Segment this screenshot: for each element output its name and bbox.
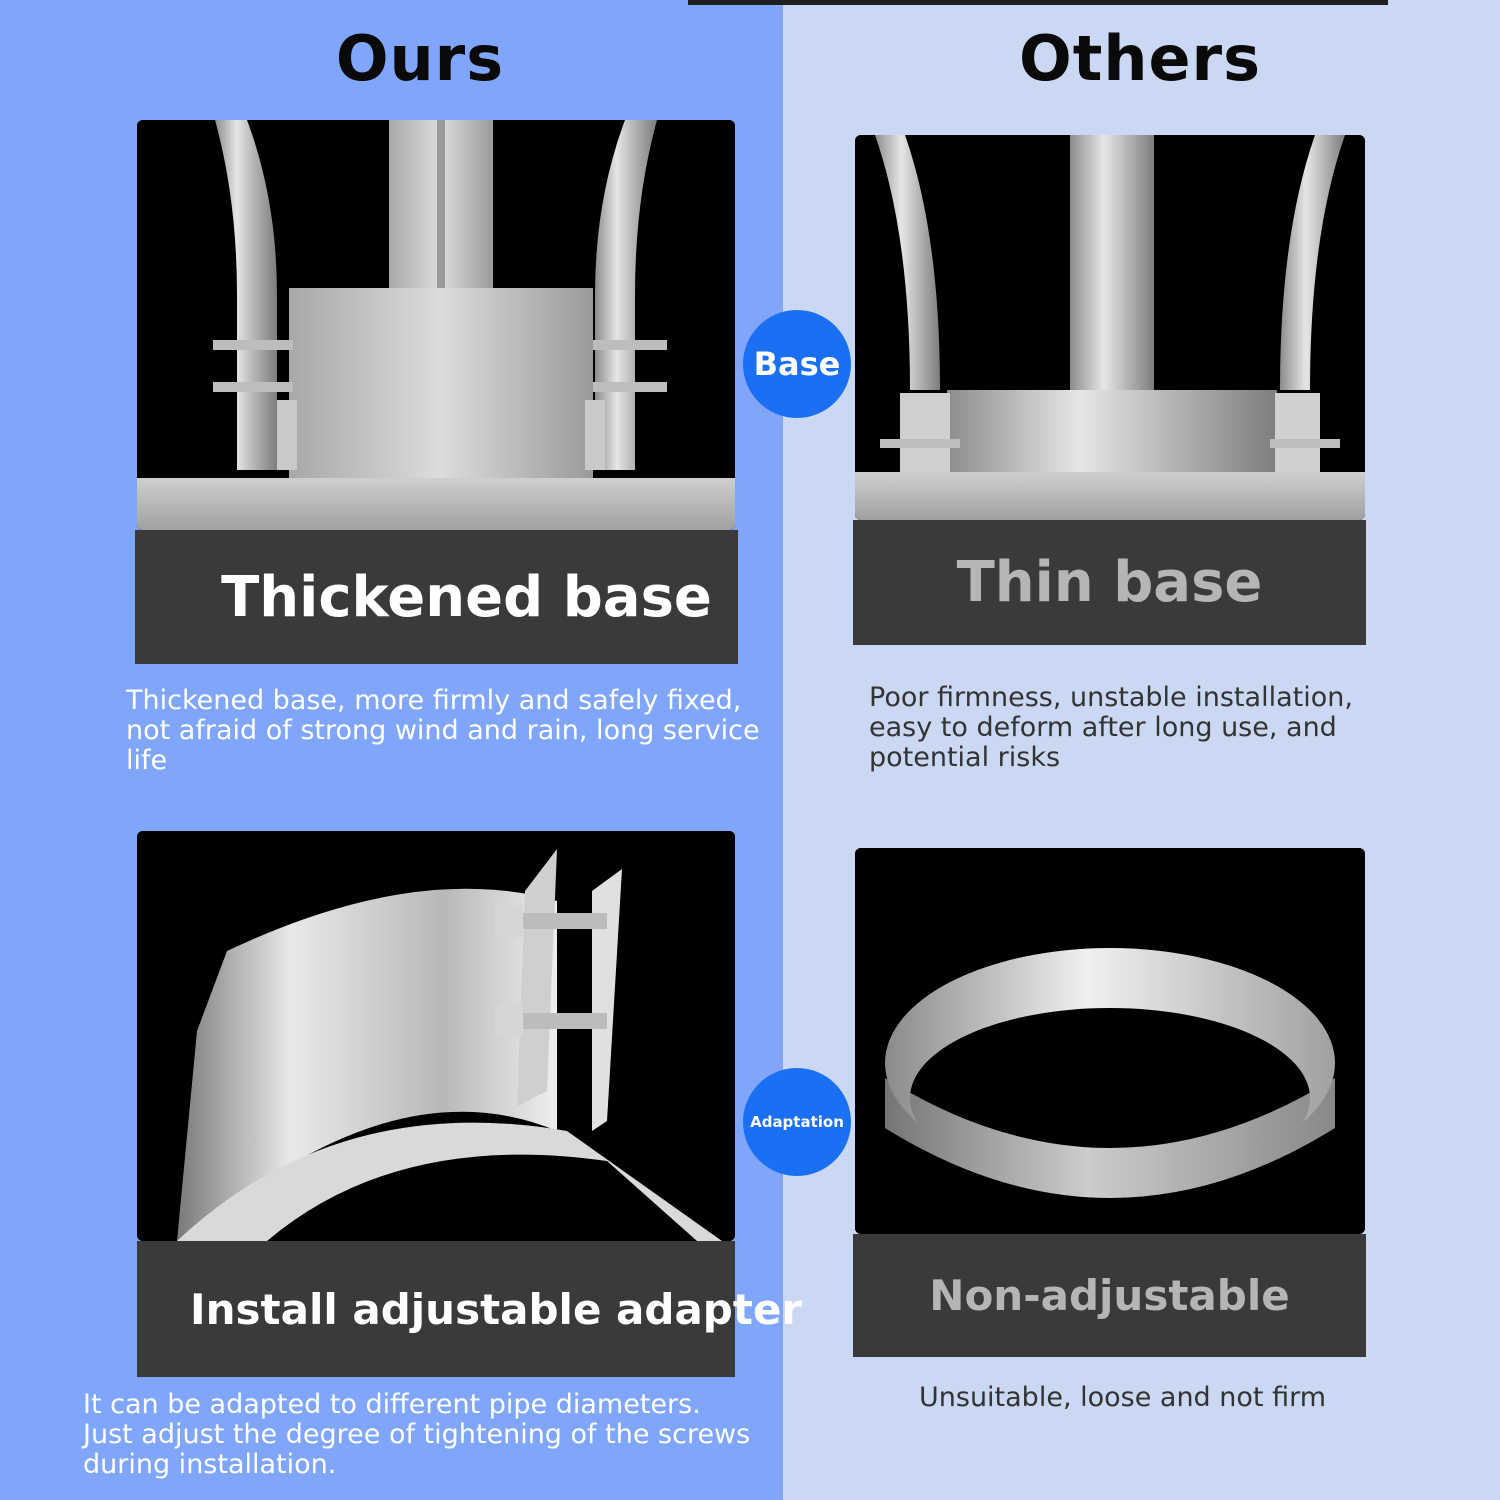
ours-base-description: Thickened base, more firmly and safely f… — [126, 685, 760, 776]
adaptation-badge: Adaptation — [743, 1068, 851, 1176]
top-edge-strip — [688, 0, 1388, 5]
others-base-description: Poor firmness, unstable installation, ea… — [869, 682, 1353, 773]
ours-heading: Ours — [335, 22, 505, 95]
others-base-label: Thin base — [853, 520, 1366, 645]
ours-base-label: Thickened base — [135, 530, 738, 664]
others-adapter-description: Unsuitable, loose and not firm — [919, 1382, 1327, 1413]
ours-adapter-label: Install adjustable adapter — [137, 1241, 802, 1377]
base-badge: Base — [743, 310, 851, 418]
others-base-image — [855, 135, 1365, 520]
ours-adapter-image — [137, 831, 735, 1241]
others-heading: Others — [1018, 22, 1261, 95]
ours-base-image — [137, 120, 735, 530]
others-adapter-label: Non-adjustable — [853, 1234, 1366, 1357]
ours-adapter-description: It can be adapted to different pipe diam… — [83, 1389, 751, 1480]
others-adapter-image — [855, 848, 1365, 1234]
